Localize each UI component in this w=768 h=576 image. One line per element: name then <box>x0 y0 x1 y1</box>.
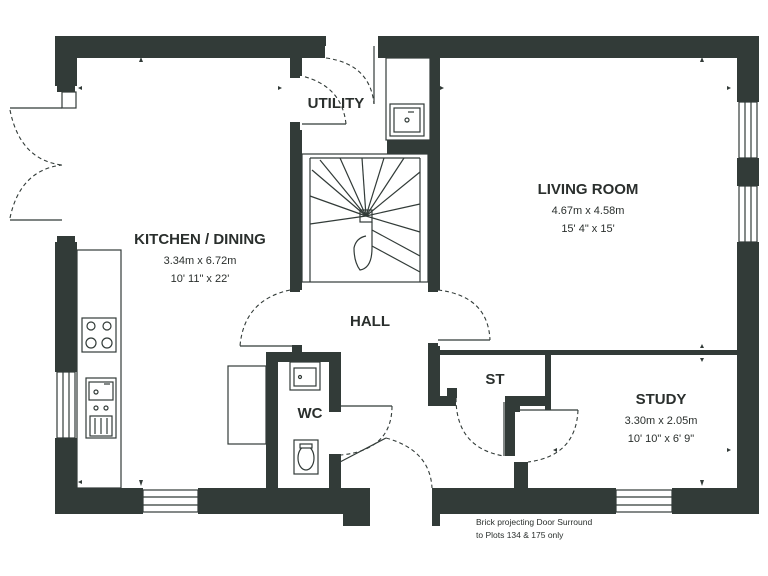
interior-walls <box>266 58 738 488</box>
staircase <box>301 153 429 283</box>
kitchen-metric: 3.34m x 6.72m <box>164 255 237 267</box>
living-metric: 4.67m x 4.58m <box>552 205 625 217</box>
dimension-arrows <box>78 57 731 486</box>
door-surround-note-line2: to Plots 134 & 175 only <box>476 530 564 540</box>
wc-fixtures <box>289 361 321 475</box>
kitchen-imperial: 10' 11" x 22' <box>171 273 230 285</box>
living-imperial: 15' 4" x 15' <box>561 223 614 235</box>
study-name: STUDY <box>636 391 687 408</box>
living-name: LIVING ROOM <box>538 181 639 198</box>
utility-fixtures <box>385 57 431 141</box>
french-doors <box>9 86 77 242</box>
store-name: ST <box>485 371 504 388</box>
internal-doors <box>239 46 579 489</box>
kitchen-name: KITCHEN / DINING <box>134 231 266 248</box>
study-imperial: 10' 10" x 6' 9" <box>628 433 695 445</box>
kitchen-units <box>76 249 267 489</box>
windows <box>56 101 758 513</box>
study-metric: 3.30m x 2.05m <box>625 415 698 427</box>
room-labels: KITCHEN / DINING 3.34m x 6.72m 10' 11" x… <box>134 95 697 540</box>
wc-name: WC <box>298 405 323 422</box>
door-jambs <box>290 36 520 465</box>
hall-name: HALL <box>350 313 390 330</box>
exterior-walls <box>55 36 759 526</box>
door-surround-note-line1: Brick projecting Door Surround <box>476 517 592 527</box>
utility-name: UTILITY <box>308 95 365 112</box>
